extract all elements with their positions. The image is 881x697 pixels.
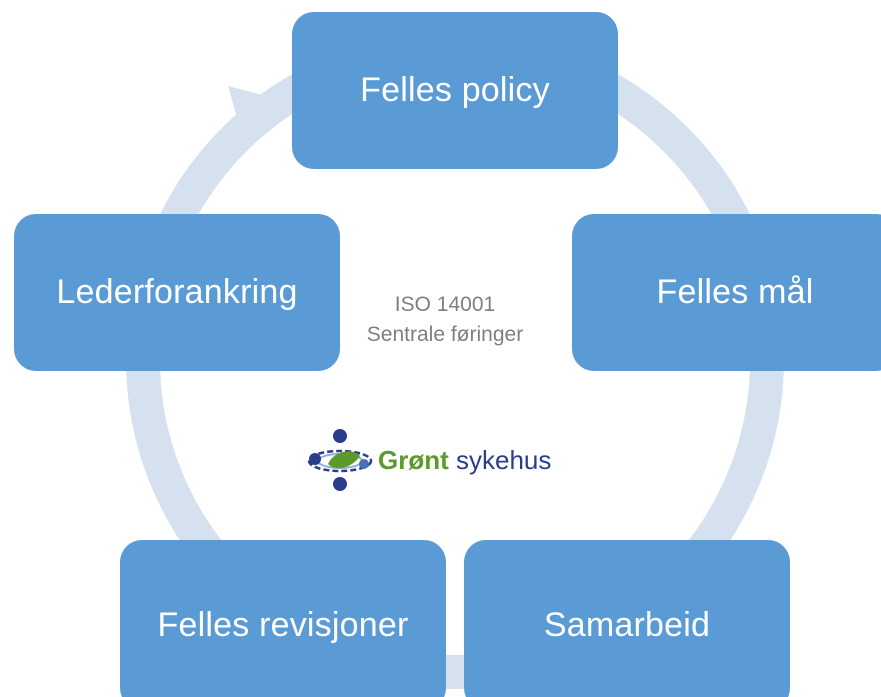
node-samarbeid: Samarbeid (464, 540, 790, 697)
center-label: ISO 14001 Sentrale føringer (330, 290, 560, 350)
logo-mark-icon (307, 429, 373, 491)
node-felles-mal-label: Felles mål (656, 273, 814, 311)
node-samarbeid-label: Samarbeid (543, 605, 711, 644)
node-felles-policy: Felles policy (292, 12, 618, 169)
logo-word-sykehus: sykehus (456, 445, 552, 475)
node-felles-mal: Felles mål (572, 214, 881, 371)
center-label-foringer: Sentrale føringer (366, 323, 524, 346)
logo-wordmark: Grønt sykehus (378, 444, 551, 476)
node-lederforankring-label: Lederforankring (56, 273, 298, 311)
center-label-iso: ISO 14001 (394, 293, 496, 316)
node-felles-policy-label: Felles policy (360, 71, 550, 109)
cycle-arrowhead (228, 86, 282, 142)
node-felles-revisjoner: Felles revisjoner (120, 540, 446, 697)
node-felles-revisjoner-label: Felles revisjoner (157, 605, 409, 644)
node-lederforankring: Lederforankring (14, 214, 340, 371)
logo-word-gront: Grønt (378, 445, 449, 475)
gront-sykehus-logo: Grønt sykehus (304, 428, 604, 492)
